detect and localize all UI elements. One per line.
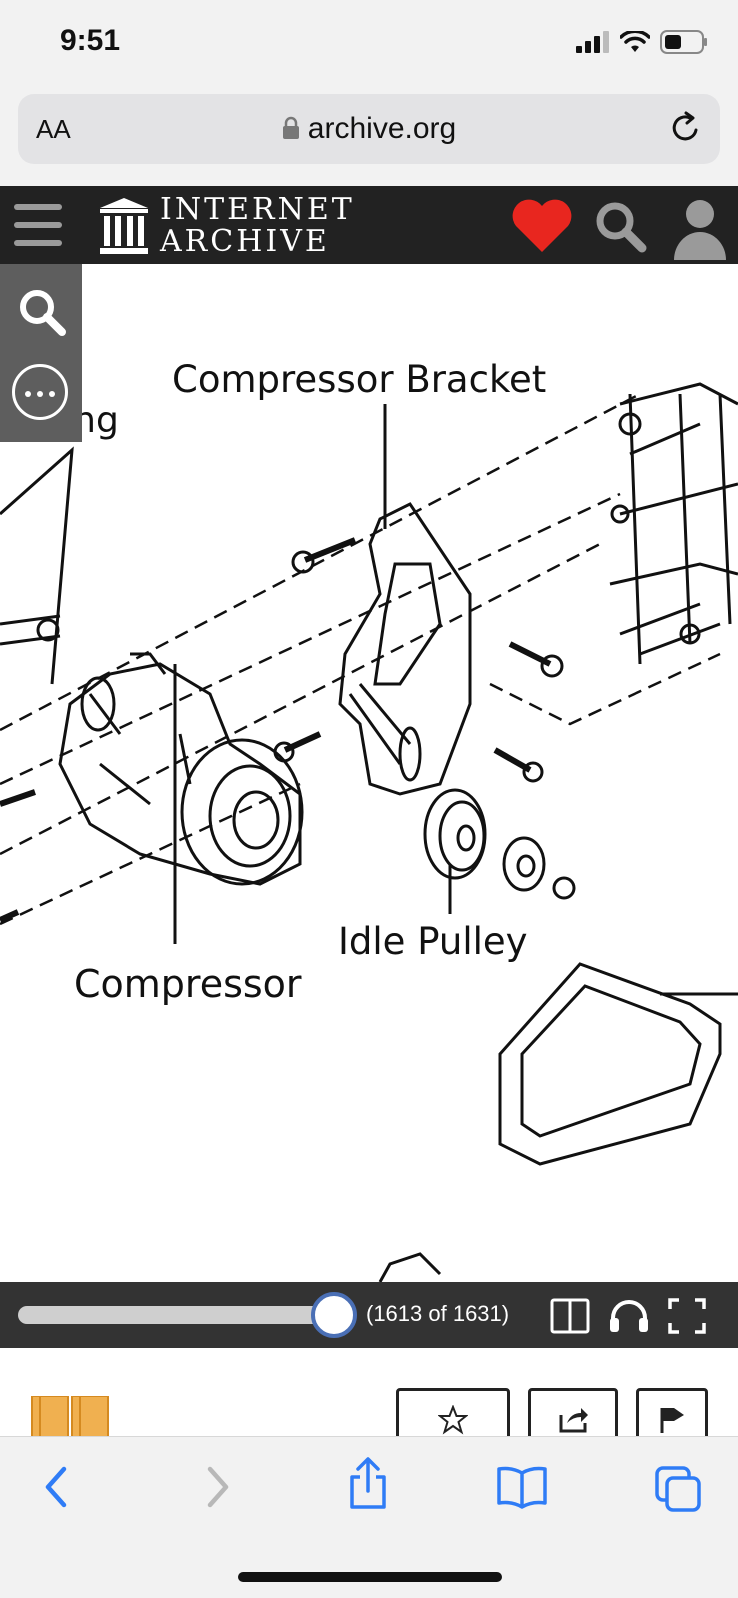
page-slider-thumb[interactable] [311, 1292, 357, 1338]
url-display[interactable]: archive.org [18, 112, 720, 146]
bookmarks-icon[interactable] [496, 1465, 548, 1509]
tabs-icon[interactable] [654, 1465, 702, 1513]
battery-icon [660, 30, 707, 54]
star-icon [438, 1405, 468, 1435]
back-icon[interactable] [40, 1465, 74, 1509]
reader-nav-bar: (1613 of 1631) [0, 1282, 738, 1348]
page-count: (1613 of 1631) [366, 1301, 510, 1326]
share-icon[interactable] [346, 1457, 390, 1511]
more-icon[interactable] [12, 364, 68, 420]
forward-icon[interactable] [200, 1465, 234, 1509]
signal-icon [576, 31, 609, 53]
parts-diagram [0, 382, 738, 1282]
logo-line1: INTERNET [160, 192, 355, 227]
book-view-icon[interactable] [550, 1298, 590, 1334]
book-reader-page[interactable]: Compressor Bracket O-ring Idle Pulley Co… [0, 264, 738, 1282]
lock-icon [282, 116, 299, 139]
share-item-button[interactable] [528, 1388, 618, 1436]
url-host: archive.org [307, 112, 457, 145]
favorite-button[interactable] [396, 1388, 510, 1436]
reader-tools-panel [0, 264, 82, 442]
ia-building-icon [100, 198, 148, 254]
address-bar[interactable]: AA archive.org [18, 94, 720, 164]
flag-icon [660, 1408, 684, 1433]
reload-icon[interactable] [668, 110, 704, 146]
status-time: 9:51 [60, 24, 121, 57]
search-inside-icon[interactable] [16, 286, 68, 338]
item-actions [0, 1348, 738, 1436]
status-bar: 9:51 [0, 0, 738, 90]
heart-icon[interactable] [510, 198, 574, 254]
ia-logo[interactable]: INTERNET ARCHIVE [98, 194, 355, 258]
label-compressor-bracket: Compressor Bracket [172, 358, 547, 401]
browser-toolbar [0, 1436, 738, 1598]
label-idle-pulley: Idle Pulley [338, 920, 528, 963]
headphones-icon[interactable] [608, 1298, 650, 1334]
search-icon[interactable] [594, 200, 648, 254]
text-size-button[interactable]: AA [36, 114, 71, 144]
logo-line2: ARCHIVE [160, 224, 330, 259]
home-indicator [238, 1572, 502, 1582]
user-icon[interactable] [672, 198, 728, 260]
menu-icon[interactable] [14, 204, 62, 246]
book-thumbnail-icon [31, 1396, 109, 1436]
label-compressor: Compressor [74, 962, 302, 1006]
status-icons [576, 30, 708, 54]
share-icon [559, 1408, 588, 1433]
flag-button[interactable] [636, 1388, 708, 1436]
fullscreen-icon[interactable] [668, 1298, 706, 1334]
site-header: INTERNET ARCHIVE [0, 186, 738, 264]
page-slider-track[interactable] [18, 1306, 338, 1324]
wifi-icon [620, 31, 650, 52]
